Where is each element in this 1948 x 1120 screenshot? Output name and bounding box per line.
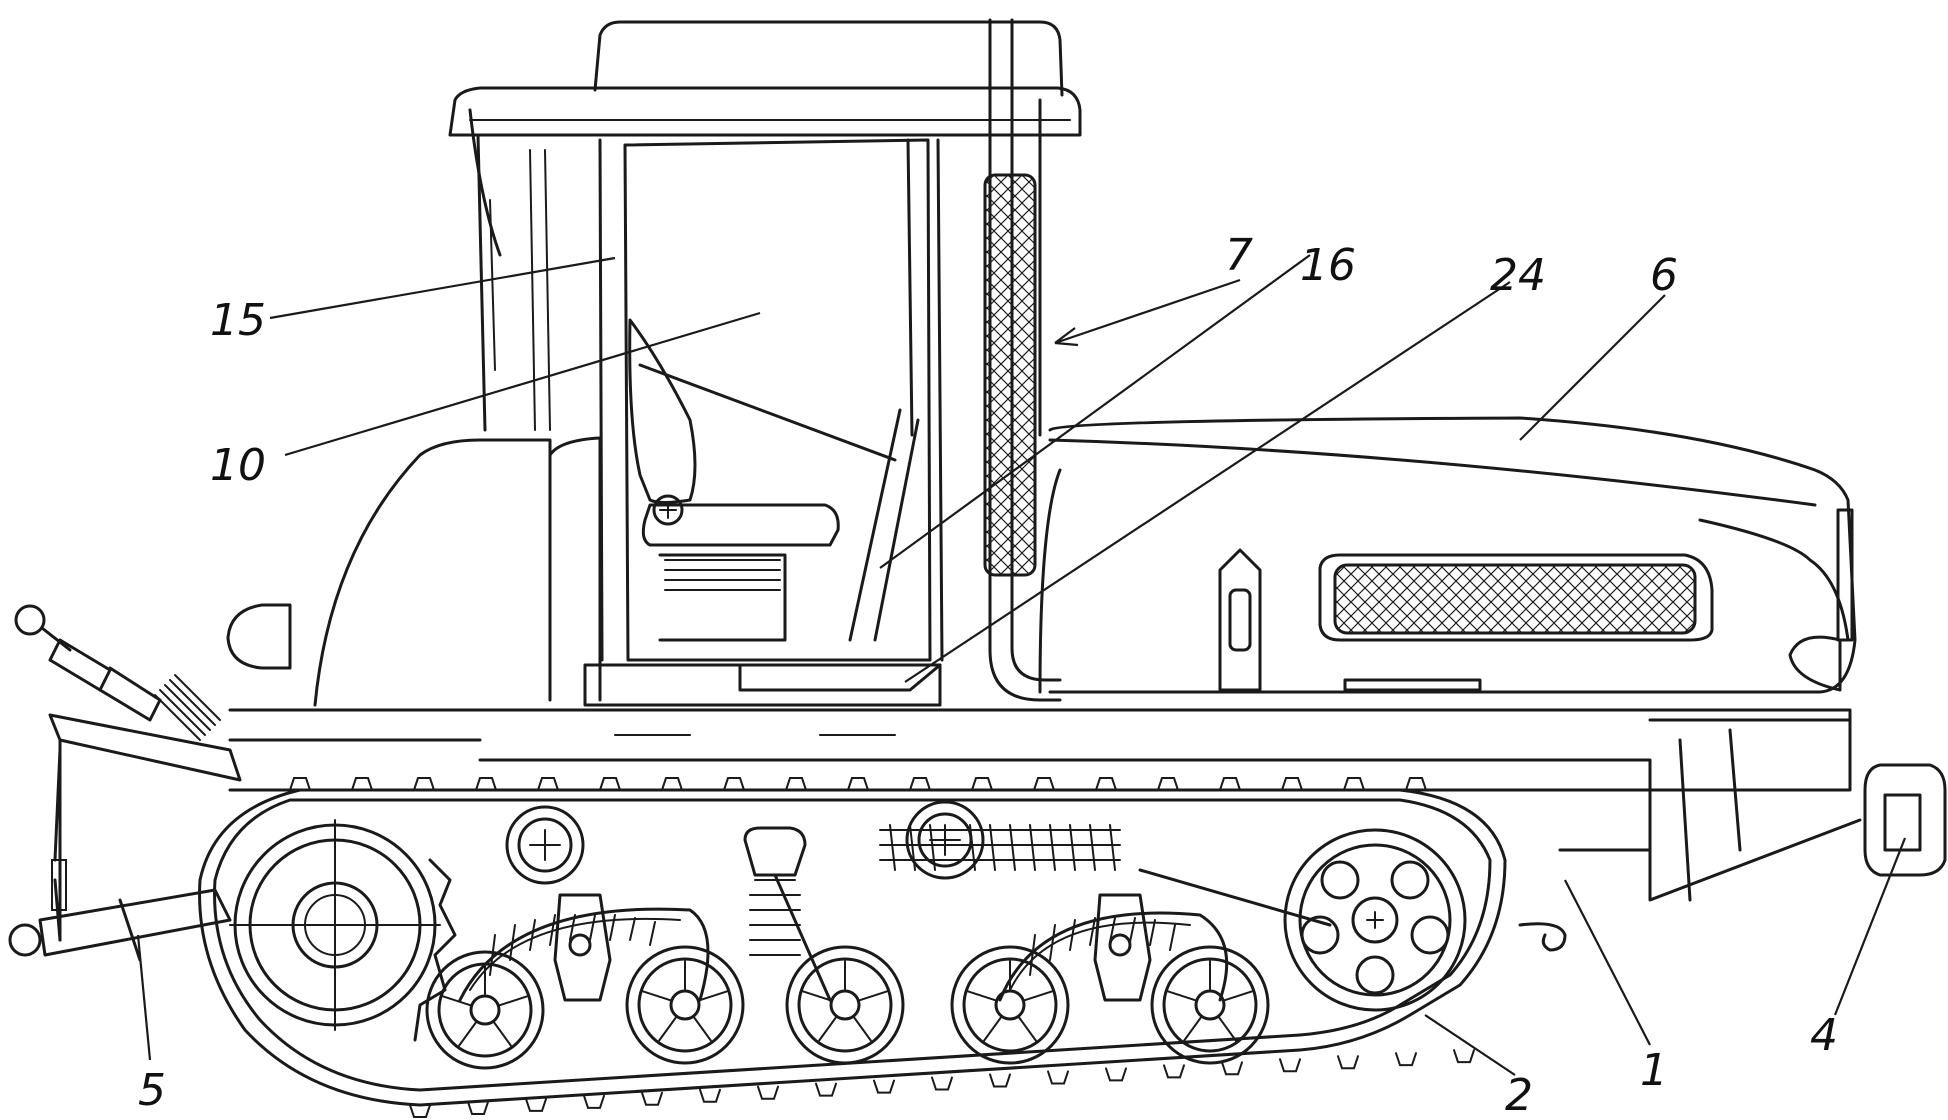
callout-16: 16: [1300, 240, 1356, 291]
callout-5: 5: [138, 1065, 166, 1116]
arrow-7: [1054, 327, 1079, 347]
callout-7: 7: [1225, 230, 1253, 281]
callout-4: 4: [1810, 1010, 1838, 1061]
track-grouser: [1281, 777, 1303, 791]
track-grouser: [1163, 1064, 1185, 1079]
callout-10: 10: [210, 440, 266, 491]
operator-seat: [628, 318, 920, 642]
track-grouser: [583, 1094, 605, 1109]
tow-hook: [1518, 922, 1567, 952]
track-grouser: [873, 1079, 895, 1094]
track-grouser: [599, 777, 621, 791]
front-tow-bracket: [1863, 763, 1947, 877]
track-grouser: [1157, 777, 1179, 791]
leader-4: [1833, 837, 1907, 1016]
track-grouser: [525, 1097, 547, 1112]
track-grouser: [1279, 1058, 1301, 1073]
track-grouser: [661, 777, 683, 791]
road-wheel: [950, 945, 1070, 1065]
road-wheel: [625, 945, 745, 1065]
track-grouser: [1219, 777, 1241, 791]
suspension-springs: [458, 824, 1332, 1002]
exhaust-pipe: [988, 18, 1062, 702]
track-grouser: [1453, 1049, 1475, 1064]
leader-10: [284, 311, 761, 457]
track-grouser: [699, 1088, 721, 1103]
track-grouser: [1105, 1067, 1127, 1082]
callout-15: 15: [210, 295, 266, 346]
track-grouser: [847, 777, 869, 791]
track-grouser: [413, 777, 435, 791]
leader-lines: [136, 254, 1907, 1076]
track-grouser: [723, 777, 745, 791]
track-grouser: [1221, 1061, 1243, 1076]
track-grouser-row-top: [289, 777, 1427, 791]
road-wheel: [1150, 945, 1270, 1065]
leader-16: [879, 254, 1311, 569]
track-grouser: [909, 777, 931, 791]
track-grouser: [757, 1085, 779, 1100]
callout-labels: 15 10 7 16 24 6 1 2 4 5: [138, 230, 1838, 1120]
callout-6: 6: [1650, 250, 1678, 301]
cab-floor-step: [583, 663, 942, 707]
cab-frame: [476, 98, 1042, 662]
track-grouser: [537, 777, 559, 791]
track-grouser: [1337, 1055, 1359, 1070]
track-grouser: [1047, 1070, 1069, 1085]
cab-roof: [448, 20, 1082, 137]
leader-2: [1424, 1014, 1516, 1076]
track-grouser: [289, 777, 311, 791]
upper-carrier-rollers: [505, 800, 985, 885]
track-grouser: [641, 1091, 663, 1106]
track-grouser: [409, 1104, 431, 1118]
balancer-brackets: [553, 893, 1152, 1002]
engine-hood: [1038, 416, 1857, 694]
track-grouser: [989, 1073, 1011, 1088]
road-wheel: [785, 945, 905, 1065]
track-grouser: [351, 777, 373, 791]
track-grouser: [475, 777, 497, 791]
drive-sprocket: [229, 819, 457, 1042]
leader-6: [1519, 294, 1666, 441]
track-chain: [198, 788, 1507, 1107]
road-wheels: [425, 945, 1270, 1070]
track-grouser: [815, 1082, 837, 1097]
leader-15: [269, 256, 616, 320]
front-headlamp: [1788, 508, 1854, 692]
leader-7: [1054, 278, 1241, 345]
track-grouser: [971, 777, 993, 791]
rear-fender: [313, 436, 602, 707]
leader-5: [136, 934, 152, 1061]
callout-1: 1: [1640, 1045, 1668, 1096]
track-grouser-row-bottom: [409, 1049, 1475, 1118]
track-grouser: [785, 777, 807, 791]
callout-2: 2: [1505, 1070, 1533, 1120]
track-grouser: [1095, 777, 1117, 791]
track-grouser: [467, 1100, 489, 1115]
track-grouser: [1343, 777, 1365, 791]
cab-door-wiper: [468, 108, 502, 371]
leader-24: [904, 281, 1511, 683]
main-frame: [228, 708, 1862, 902]
track-grouser: [1033, 777, 1055, 791]
track-grouser: [1405, 777, 1427, 791]
leader-1: [1564, 879, 1651, 1046]
track-grouser: [931, 1076, 953, 1091]
rear-headlamp: [226, 603, 292, 670]
track-grouser: [1395, 1052, 1417, 1067]
exhaust-muffler-guard: [983, 173, 1037, 577]
front-idler-wheel: [1283, 828, 1467, 1012]
rear-hitch-mechanism: [8, 604, 242, 962]
callout-24: 24: [1490, 250, 1546, 301]
